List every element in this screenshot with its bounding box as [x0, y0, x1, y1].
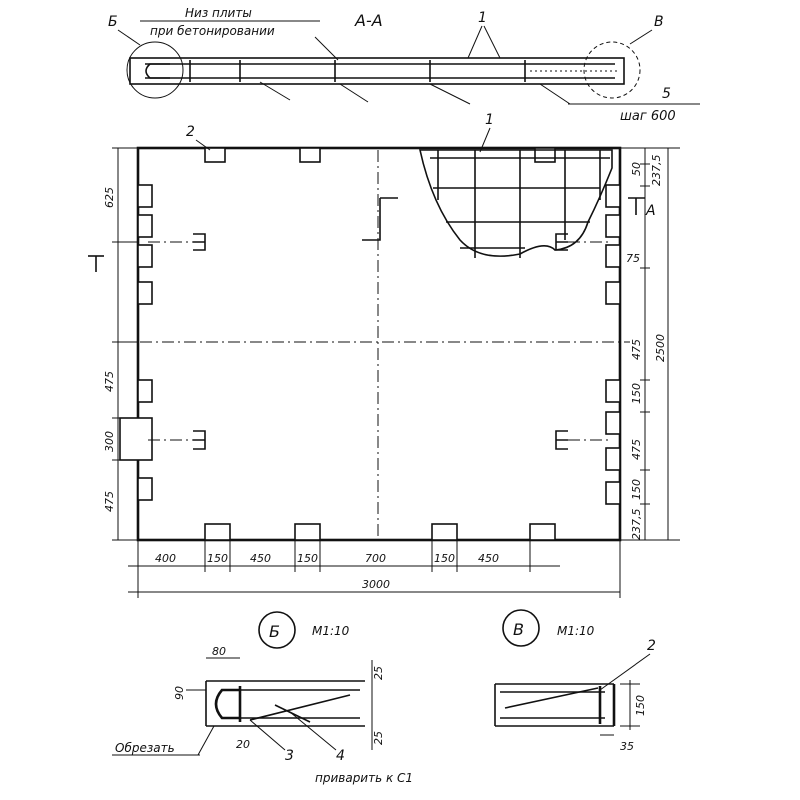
- detail-b-mark-circle: [258, 611, 296, 649]
- callout-b-leader: [117, 29, 141, 46]
- slab-leader-mid: [259, 81, 291, 101]
- label-4-leader: [289, 711, 337, 751]
- slab-leader-1-a: [339, 83, 369, 103]
- detail-b: Б М1:10 80 90 25 25 20 Обрезать 3 4 прив…: [112, 611, 413, 785]
- note-cut-leader: [197, 725, 215, 756]
- dim-bottom-3: 150: [297, 552, 318, 565]
- section-mark-right: А: [628, 197, 656, 219]
- slab-leader-1-b: [429, 83, 471, 105]
- label-3-leader: [249, 719, 286, 751]
- embed-plates-bottom: [204, 523, 556, 541]
- dim-overall-height: 2500: [654, 334, 667, 362]
- lifting-loop-left-top: [148, 233, 206, 251]
- dim-bottom-5: 150: [434, 552, 455, 565]
- dim-right-5: 475: [630, 439, 643, 460]
- slab-outline: [136, 146, 622, 542]
- plan-label-2: 2: [186, 124, 195, 140]
- detail-v-diagonal: [504, 687, 599, 709]
- detail-b-scale: М1:10: [312, 624, 350, 638]
- dim-bottom-4: 700: [365, 552, 386, 565]
- plan-label-2-leader: [195, 139, 211, 151]
- detail-b-mark: Б: [269, 622, 280, 641]
- section-a-a: А-А Низ плиты при бетонировании Б В 1: [108, 6, 700, 124]
- detail-v-label-2: 2: [647, 638, 656, 654]
- note-leader: [314, 36, 339, 61]
- detail-b-diagonal: [249, 694, 351, 721]
- step-note: шаг 600: [620, 109, 676, 124]
- slab-leader-5: [539, 83, 571, 105]
- detail-b-hook: [214, 688, 240, 720]
- label-1-leader-b: [483, 25, 501, 59]
- dim-bottom-0: 400: [155, 552, 176, 565]
- section-label-5: 5: [662, 86, 671, 102]
- note-bottom-of-slab-line2: при бетонировании: [150, 24, 275, 38]
- dim-right-3: 475: [630, 339, 643, 360]
- dim-bottom-1: 150: [207, 552, 228, 565]
- detail-v-mark-circle: [502, 609, 540, 647]
- dimensions-bottom: 400 150 450 150 700 150 450 3000: [128, 540, 621, 598]
- plan-label-1: 1: [485, 112, 494, 128]
- dim-right-6: 150: [630, 479, 643, 500]
- dim-v-150: 150: [634, 695, 647, 716]
- dim-b-right-top: 25: [372, 666, 385, 680]
- detail-b-label-3: 3: [285, 748, 294, 764]
- slab-hook-left: [145, 63, 170, 79]
- dim-left-0: 625: [103, 187, 116, 208]
- embed-plates-top: [204, 147, 556, 163]
- axis-cross-mark: [362, 197, 398, 241]
- callout-circle-b: [126, 41, 184, 99]
- dim-right-1: 237,5: [650, 155, 663, 187]
- slab-plan: 2 1 А 625 475 300 475: [88, 112, 680, 598]
- dim-overall-width: 3000: [362, 578, 390, 591]
- dim-right-4: 150: [630, 383, 643, 404]
- section-mark-left: [88, 255, 104, 272]
- detail-b-note-cut: Обрезать: [115, 741, 175, 755]
- detail-b-label-4: 4: [336, 748, 345, 764]
- dimensions-left: 625 475 300 475: [103, 147, 138, 541]
- plan-label-1-leader: [479, 127, 491, 153]
- dim-left-2: 300: [103, 431, 116, 452]
- callout-label-v: В: [654, 14, 664, 30]
- dim-b-right-bottom: 25: [372, 731, 385, 745]
- dim-b-top: 80: [212, 645, 226, 658]
- callout-circle-v: [583, 41, 641, 99]
- detail-b-note-weld: приварить к С1: [315, 771, 413, 785]
- reinforcement-mesh-cutaway: [419, 149, 613, 258]
- embed-plates-right: [605, 184, 621, 505]
- lifting-loop-right-bottom: [555, 430, 610, 450]
- note-bottom-of-slab-line1: Низ плиты: [185, 6, 252, 20]
- dim-b-left: 90: [173, 686, 186, 700]
- dim-left-3: 475: [103, 491, 116, 512]
- callout-label-b: Б: [108, 14, 118, 30]
- section-mark-a: А: [645, 203, 656, 219]
- label-1-leader-a: [467, 25, 483, 59]
- embed-plates-left: [119, 184, 153, 501]
- detail-v-mark: В: [513, 620, 524, 639]
- lifting-loop-left-bottom: [148, 430, 206, 450]
- detail-v-scale: М1:10: [557, 624, 595, 638]
- slab-section-outline: [129, 57, 625, 85]
- dim-bottom-6: 450: [478, 552, 499, 565]
- dim-left-1: 475: [103, 371, 116, 392]
- section-title: А-А: [354, 11, 383, 30]
- dim-v-35: 35: [620, 740, 634, 753]
- callout-v-leader: [629, 29, 653, 45]
- dim-right-0: 50: [630, 162, 643, 176]
- dim-bottom-2: 450: [250, 552, 271, 565]
- detail-v: В М1:10 2 150 35: [494, 609, 656, 753]
- dim-b-bottom: 20: [236, 738, 250, 751]
- dim-right-7: 237,5: [630, 509, 643, 541]
- dim-right-2: 75: [626, 252, 640, 265]
- dimensions-right: 50 237,5 75 475 150 475 150 237,5 2500: [620, 147, 680, 541]
- section-label-1: 1: [478, 10, 487, 26]
- slab-vertical-bars: [189, 60, 526, 82]
